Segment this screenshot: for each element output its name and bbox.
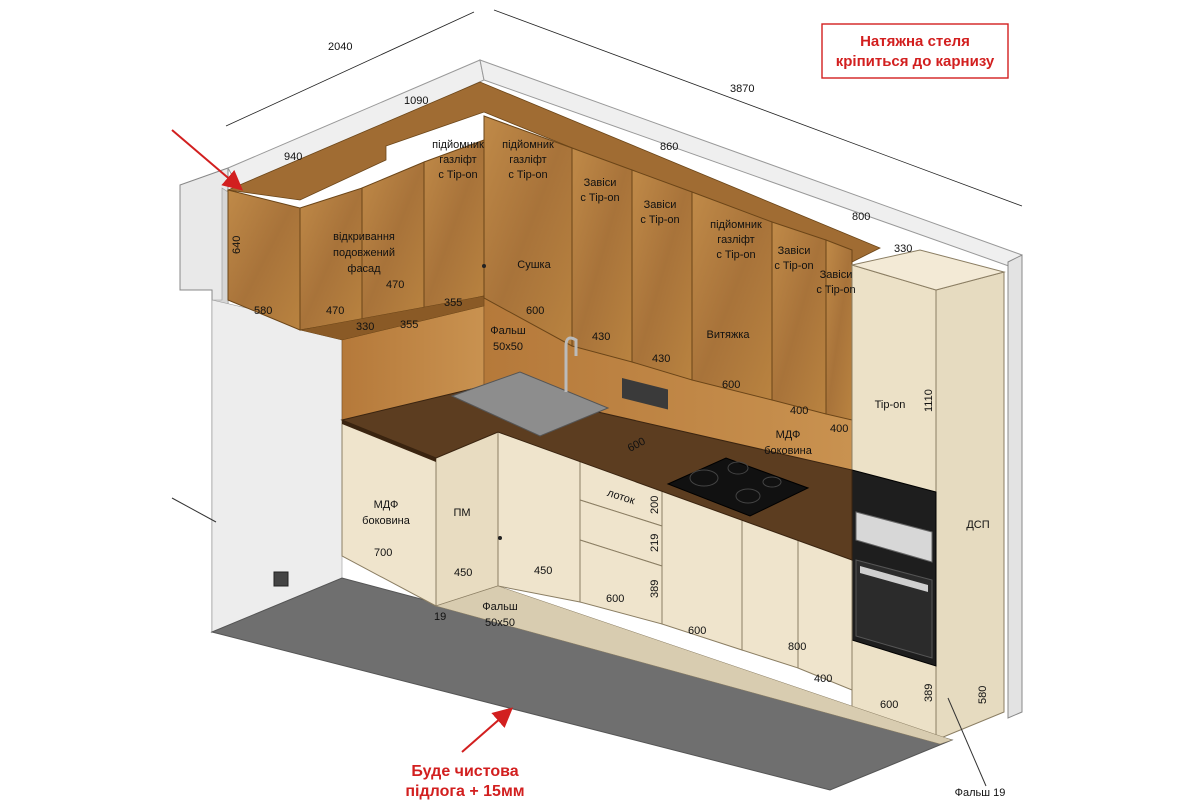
dim-600-a: 600	[526, 305, 544, 317]
hinge3-line2: с Tip-on	[774, 260, 813, 272]
dimension-labels: 2040 3870 1090 940 860 800 330 640 580 4…	[231, 41, 989, 711]
dim-355-a: 355	[400, 319, 418, 331]
dim-330-b: 330	[356, 321, 374, 333]
dim-430-a: 430	[592, 331, 610, 343]
fals2-line1: Фальш	[482, 601, 518, 613]
dim-219: 219	[649, 534, 661, 552]
hinge3-line1: Завіси	[778, 245, 811, 257]
dim-400-b: 400	[830, 423, 848, 435]
floor-note-line2: підлога + 15мм	[405, 783, 524, 800]
lift1-line3: с Tip-on	[438, 169, 477, 181]
open-line1: відкривання	[333, 231, 395, 243]
lift3-line1: підйомник	[710, 219, 762, 231]
room-walls	[179, 59, 1023, 719]
hinge1-line2: с Tip-on	[580, 192, 619, 204]
annotation-arrows	[171, 129, 987, 787]
countertop	[340, 336, 853, 561]
dim-470-b: 470	[386, 279, 404, 291]
mdf2-line1: МДФ	[776, 429, 801, 441]
hinge4-line1: Завіси	[820, 269, 853, 281]
dryer-label: Сушка	[517, 259, 551, 271]
pm-label: ПМ	[453, 507, 470, 519]
hood-label: Витяжка	[706, 329, 750, 341]
lift1-line1: підйомник	[432, 139, 484, 151]
dim-640: 640	[231, 236, 243, 254]
ceiling-note-line1: Натяжна стеля	[860, 33, 970, 50]
dim-430-b: 430	[652, 353, 670, 365]
ceiling-note-line2: кріпиться до карнизу	[836, 53, 995, 70]
open-line2: подовжений	[333, 247, 395, 259]
dim-400-a: 400	[790, 405, 808, 417]
lift3-line2: газліфт	[717, 234, 754, 246]
dim-600-d: 600	[880, 699, 898, 711]
fals19-label: Фальш 19	[955, 787, 1006, 799]
mdf1-line2: боковина	[362, 515, 411, 527]
fals1-line1: Фальш	[490, 325, 526, 337]
dim-400-low: 400	[814, 673, 832, 685]
open-line3: фасад	[347, 263, 381, 275]
dim-600-c: 600	[688, 625, 706, 637]
lift1-line2: газліфт	[439, 154, 476, 166]
dim-800-low: 800	[788, 641, 806, 653]
cooktop	[666, 457, 810, 517]
upper-cabinets	[226, 81, 881, 421]
dim-1090: 1090	[404, 95, 428, 107]
hinge1-line1: Завіси	[584, 177, 617, 189]
marker-dot	[482, 264, 486, 268]
hinge4-line2: с Tip-on	[816, 284, 855, 296]
mdf1-line1: МДФ	[374, 499, 399, 511]
faucet-icon	[564, 336, 578, 392]
dim-355-b: 355	[444, 297, 462, 309]
tipon-label: Tip-on	[875, 399, 906, 411]
dim-580-right: 580	[977, 686, 989, 704]
dimension-lines	[225, 9, 1023, 207]
floor-note-line1: Буде чистова	[411, 763, 518, 780]
hinge2-line1: Завіси	[644, 199, 677, 211]
dim-470-a: 470	[326, 305, 344, 317]
dim-3870: 3870	[730, 83, 754, 95]
dim-940: 940	[284, 151, 302, 163]
lift2-line2: газліфт	[509, 154, 546, 166]
dim-800-top: 800	[852, 211, 870, 223]
dim-450-a: 450	[454, 567, 472, 579]
dsp-label: ДСП	[966, 519, 989, 531]
marker-dot	[498, 536, 502, 540]
fals1-line2: 50x50	[493, 341, 523, 353]
dim-600-b: 600	[722, 379, 740, 391]
outlet-icon	[273, 571, 289, 587]
lift2-line3: с Tip-on	[508, 169, 547, 181]
dim-450-b: 450	[534, 565, 552, 577]
sink	[450, 371, 610, 437]
socket-block-icon	[622, 378, 668, 410]
tall-column	[850, 249, 1006, 741]
dim-580-left: 580	[254, 305, 272, 317]
mdf2-line2: боковина	[764, 445, 813, 457]
dim-2040: 2040	[328, 41, 352, 53]
lift3-line3: с Tip-on	[716, 249, 755, 261]
lift2-line1: підйомник	[502, 139, 554, 151]
dim-330-top: 330	[894, 243, 912, 255]
dim-200: 200	[649, 496, 661, 514]
dim-860: 860	[660, 141, 678, 153]
dim-389-b: 389	[923, 684, 935, 702]
dim-1110: 1110	[923, 389, 935, 412]
component-labels: підйомник газліфт с Tip-on підйомник газ…	[333, 139, 1005, 799]
dim-19: 19	[434, 611, 446, 623]
fals2-line2: 50x50	[485, 617, 515, 629]
dim-600-drawer: 600	[606, 593, 624, 605]
hinge2-line2: с Tip-on	[640, 214, 679, 226]
ceiling-note-box	[821, 23, 1009, 79]
dim-700: 700	[374, 547, 392, 559]
dim-389-a: 389	[649, 580, 661, 598]
